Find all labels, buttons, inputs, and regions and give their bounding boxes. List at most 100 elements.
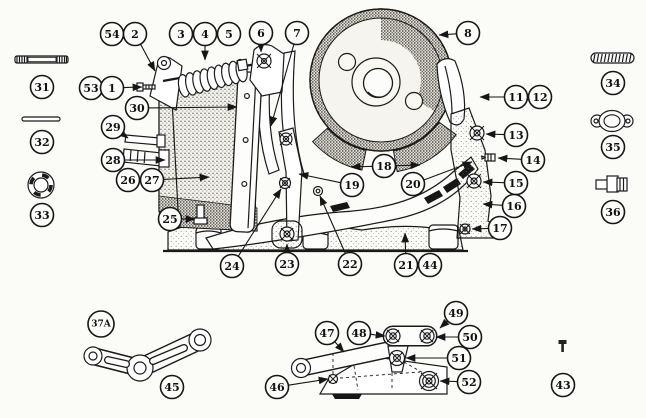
callout-circle [501, 193, 527, 219]
callout-circle [446, 345, 472, 371]
callout-28: 28 [100, 147, 166, 173]
callout-20: 20 [400, 161, 473, 197]
leader-line [485, 130, 505, 139]
callout-label: 11 [508, 91, 523, 104]
bell-crank-lever [83, 328, 212, 382]
callout-circle [100, 114, 126, 140]
callout-label: 15 [508, 177, 523, 190]
callout-label: 22 [342, 258, 357, 271]
callout-label: 36 [605, 206, 621, 219]
left-parts-column [14, 55, 69, 199]
pedal-linkage [290, 325, 448, 399]
callout-circle [487, 215, 513, 241]
callout-23: 23 [274, 243, 300, 277]
pivot-bolt-52 [418, 370, 440, 392]
callout-circle [339, 172, 365, 198]
callout-37A: 37A [87, 310, 115, 338]
callout-label: 1 [108, 82, 116, 95]
callout-22: 22 [319, 195, 363, 277]
callout-circle [99, 75, 125, 101]
callout-47: 47 [314, 320, 345, 353]
callout-circle [371, 153, 397, 179]
callout-label: 27 [144, 174, 159, 187]
callout-26: 26 [115, 167, 141, 193]
callout-19: 19 [298, 172, 365, 198]
brake-drum [309, 8, 453, 152]
callout-circle [527, 84, 553, 110]
coil-spring-part [590, 52, 635, 64]
callout-46: 46 [264, 374, 329, 400]
brace-rod [14, 55, 69, 64]
callout-label: 12 [532, 91, 547, 104]
leader-line [237, 188, 282, 257]
shim-bar [21, 116, 61, 122]
leader-line [482, 200, 503, 209]
leader-line [497, 154, 522, 163]
conduit-fittings [122, 134, 170, 168]
pivot-bolt-51 [388, 349, 406, 367]
callout-50: 50 [435, 324, 483, 350]
pipe-fitting [595, 175, 628, 193]
callout-1: 1 [99, 75, 143, 101]
leader-line [334, 341, 345, 353]
callout-circle [159, 374, 185, 400]
callout-circle [248, 20, 274, 46]
callout-label: 21 [398, 259, 413, 272]
set-screw-14 [481, 153, 496, 162]
callout-label: 29 [105, 121, 120, 134]
shoe-lever [278, 127, 324, 242]
callout-6: 6 [248, 20, 274, 53]
callout-label: 3 [177, 28, 185, 41]
drum-hole [404, 91, 424, 111]
callout-label: 50 [462, 331, 478, 344]
callout-52: 52 [439, 369, 482, 395]
leader-line [482, 178, 505, 187]
callout-label: 45 [164, 381, 179, 394]
callout-label: 52 [461, 376, 476, 389]
callout-44: 44 [417, 252, 443, 278]
callout-25: 25 [157, 206, 196, 232]
leader-line [423, 161, 473, 181]
callout-7: 7 [269, 20, 310, 127]
callout-circle [455, 20, 481, 46]
callout-label: 2 [131, 28, 139, 41]
callout-label: 24 [224, 260, 240, 273]
callout-circle [503, 122, 529, 148]
callout-circle [216, 21, 242, 47]
callout-label: 32 [34, 136, 49, 149]
leader-line [401, 232, 410, 254]
leader-line [439, 377, 458, 386]
callout-15: 15 [482, 170, 529, 196]
callout-label: 7 [293, 27, 301, 40]
callout-label: 17 [492, 222, 507, 235]
callout-16: 16 [482, 193, 527, 219]
callout-circle [139, 167, 165, 193]
release-spring-assembly [136, 44, 285, 111]
leader-line [163, 173, 210, 182]
callout-label: 8 [464, 27, 472, 40]
callout-13: 13 [485, 122, 529, 148]
mounting-band [229, 71, 263, 233]
callout-circle [192, 21, 218, 47]
leader-line [439, 318, 450, 329]
pivot-bolt-13 [469, 125, 485, 141]
callout-circle [219, 253, 245, 279]
callout-circle [115, 167, 141, 193]
callout-53: 53 [78, 75, 104, 101]
leader-line [148, 103, 238, 111]
callout-51: 51 [405, 345, 472, 371]
leader-line [350, 162, 373, 171]
callout-5: 5 [216, 21, 242, 47]
callout-35: 35 [600, 134, 626, 160]
callout-label: 30 [129, 102, 145, 115]
callout-24: 24 [219, 188, 282, 279]
callout-label: 51 [451, 352, 466, 365]
lining-pad [330, 202, 350, 212]
callout-14: 14 [497, 147, 546, 173]
base-pivot-lug [271, 220, 303, 249]
callout-circle [157, 206, 183, 232]
spring-nut [236, 58, 249, 72]
callout-circle [29, 202, 55, 228]
callout-29: 29 [100, 114, 129, 140]
